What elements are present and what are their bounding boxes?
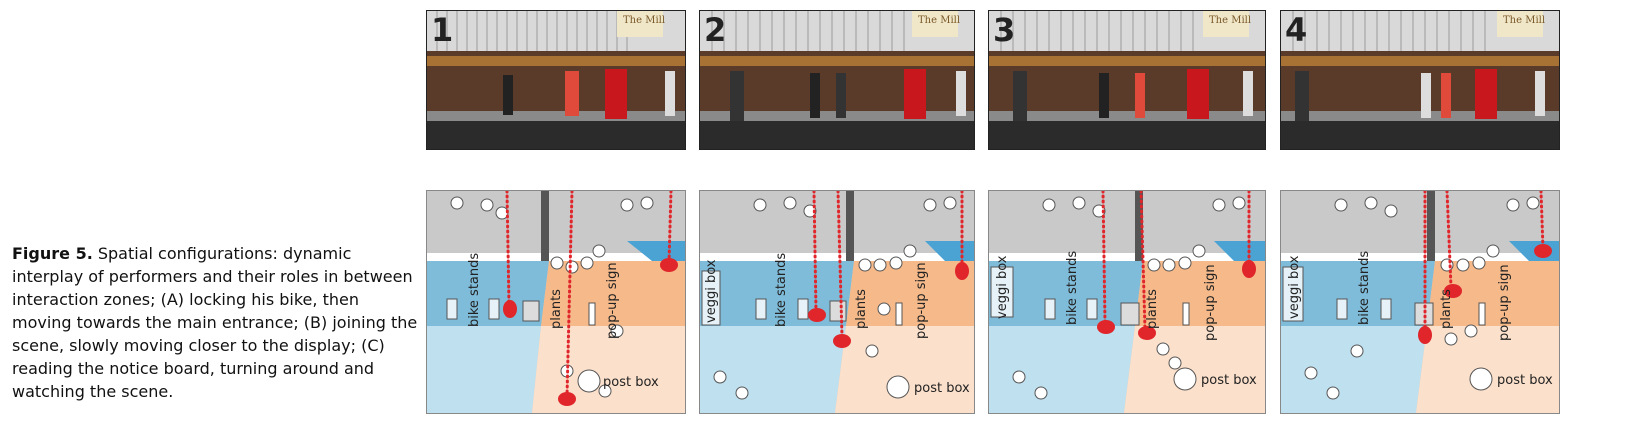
- plan-drawing: [700, 191, 974, 413]
- panel-number: 4: [1285, 11, 1308, 49]
- performer-label-a: A: [1095, 152, 1111, 174]
- performer-label-c: C: [1241, 152, 1255, 174]
- pop-up-sign-label: pop-up sign: [1203, 264, 1218, 341]
- shop-sign: The Mill: [1503, 15, 1546, 26]
- performer-label-a: A: [497, 152, 513, 174]
- panel-1: 1 The Mill A B C: [426, 10, 686, 414]
- label-strip: [427, 121, 685, 149]
- pop-up-sign-label: pop-up sign: [1497, 264, 1512, 341]
- floor-plan: bike stands plants pop-up sign post box: [426, 190, 686, 414]
- shop-sign: The Mill: [1209, 15, 1252, 26]
- floor-plan: veggi box bike stands plants pop-up sign…: [988, 190, 1266, 414]
- performer-label-b: B: [561, 152, 577, 174]
- performer-label-a: A: [1417, 152, 1433, 174]
- post-box-label: post box: [914, 381, 970, 396]
- plan-drawing: [989, 191, 1265, 413]
- pop-up-sign-label: pop-up sign: [605, 262, 620, 339]
- plants-label: plants: [549, 289, 564, 329]
- plants-label: plants: [1439, 289, 1454, 329]
- performer-label-b: B: [1439, 152, 1455, 174]
- plants-label: plants: [854, 289, 869, 329]
- veggi-box-label: veggi box: [1287, 255, 1302, 319]
- performer-label-a: A: [806, 152, 822, 174]
- bike-stands-label: bike stands: [467, 252, 482, 327]
- post-box-label: post box: [1201, 373, 1257, 388]
- panel-2: 2 The Mill A B C: [699, 10, 975, 414]
- bike-stands-label: bike stands: [1357, 250, 1372, 325]
- performer-label-b: B: [830, 152, 846, 174]
- performer-label-c: C: [1534, 152, 1548, 174]
- pop-up-sign-label: pop-up sign: [914, 262, 929, 339]
- bike-stands-label: bike stands: [774, 252, 789, 327]
- floor-plan: veggi box bike stands plants pop-up sign…: [1280, 190, 1560, 414]
- panel-number: 1: [431, 11, 454, 49]
- plan-drawing: [1281, 191, 1559, 413]
- performer-label-b: B: [1132, 152, 1148, 174]
- plan-drawing: [427, 191, 685, 413]
- photo-illustration: [427, 11, 685, 126]
- bike-stands-label: bike stands: [1065, 250, 1080, 325]
- panel-3: 3 The Mill A B C: [988, 10, 1266, 414]
- caption-text: Spatial configurations: dynamic interpla…: [12, 244, 418, 401]
- plants-label: plants: [1145, 289, 1160, 329]
- shop-sign: The Mill: [623, 15, 666, 26]
- performer-label-c: C: [661, 152, 675, 174]
- scene-photo: 4 The Mill: [1280, 10, 1560, 150]
- scene-photo: 3 The Mill: [988, 10, 1266, 150]
- label-strip: [700, 121, 974, 149]
- photo-illustration: [700, 11, 974, 126]
- shop-sign: The Mill: [918, 15, 961, 26]
- figure-caption: Figure 5. Spatial configurations: dynami…: [12, 242, 422, 403]
- panel-number: 3: [993, 11, 1016, 49]
- panel-number: 2: [704, 11, 727, 49]
- veggi-box-label: veggi box: [704, 259, 719, 323]
- post-box-label: post box: [603, 375, 659, 390]
- scene-photo: 2 The Mill: [699, 10, 975, 150]
- label-strip: [989, 121, 1265, 149]
- label-strip: [1281, 121, 1559, 149]
- caption-label: Figure 5.: [12, 244, 93, 263]
- veggi-box-label: veggi box: [995, 255, 1010, 319]
- panel-4: 4 The Mill A B C: [1280, 10, 1560, 414]
- performer-label-c: C: [953, 152, 967, 174]
- floor-plan: veggi box bike stands plants pop-up sign…: [699, 190, 975, 414]
- post-box-label: post box: [1497, 373, 1553, 388]
- scene-photo: 1 The Mill: [426, 10, 686, 150]
